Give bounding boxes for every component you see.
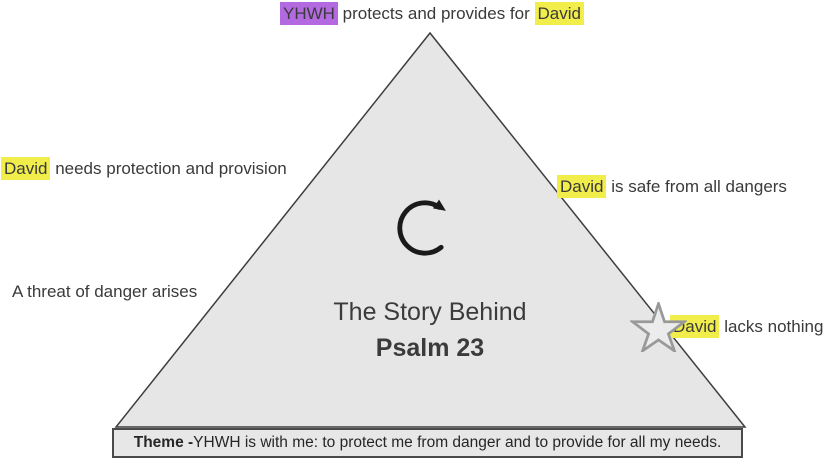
clockwise-arrow-arc [397,200,444,256]
star-icon [630,302,687,352]
theme-label: Theme - [133,434,194,451]
title-line2: Psalm 23 [375,334,485,362]
title-line1: The Story Behind [333,298,527,326]
star-shape [630,302,687,352]
triangle-title: The Story Behind Psalm 23 [300,294,560,366]
highlight-david: David [1,157,51,180]
label-falling-upper: David is safe from all dangers [557,175,787,199]
clockwise-arrow-head [432,199,446,211]
label-resolution-text: lacks nothing [719,317,824,336]
label-rising-lower: A threat of danger arises [12,280,197,304]
clockwise-arrow-icon [397,199,446,256]
triangle-shape [114,31,747,428]
label-falling-upper-text: is safe from all dangers [606,177,787,196]
label-climax: YHWH protects and provides for David [280,2,584,26]
label-resolution: David lacks nothing [670,315,823,339]
highlight-yhwh: YHWH [280,2,338,25]
label-rising-upper-text: needs protection and provision [50,159,287,178]
highlight-david: David [557,175,607,198]
highlight-david: David [534,2,584,25]
label-rising-lower-text: A threat of danger arises [12,282,198,301]
label-rising-upper: David needs protection and provision [1,157,287,181]
theme-text: YHWH is with me: to protect me from dang… [193,434,722,451]
theme-box: Theme - YHWH is with me: to protect me f… [112,428,743,458]
label-climax-text: protects and provides for [337,4,535,23]
